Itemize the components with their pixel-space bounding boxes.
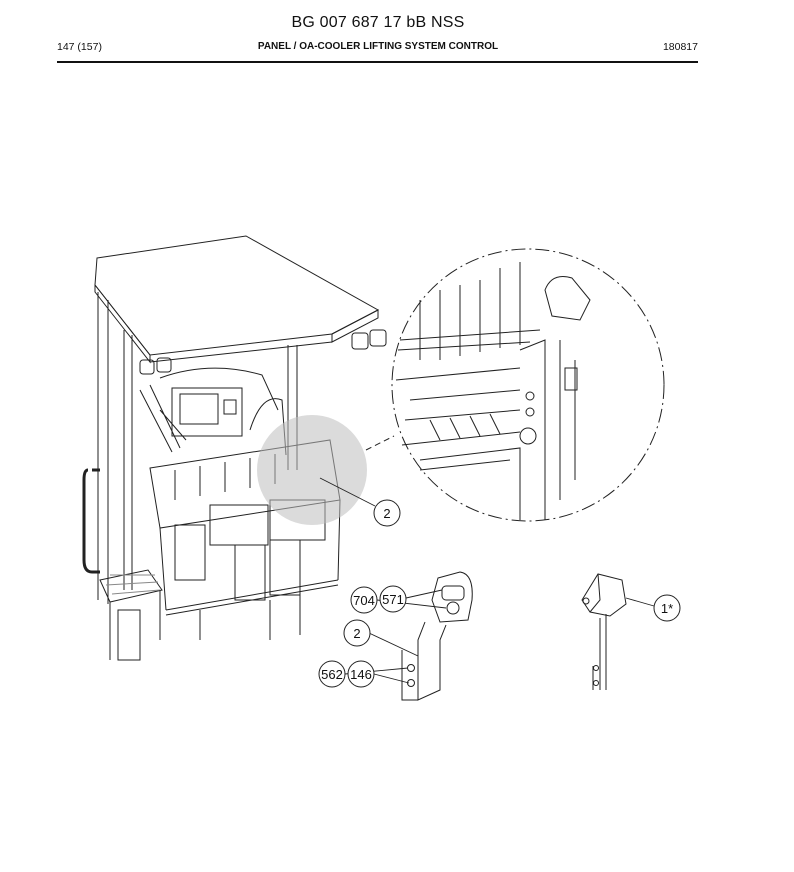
page-number: 147 (157) (57, 41, 102, 53)
leader-146 (373, 673, 410, 684)
light-assembly (581, 573, 627, 690)
svg-text:2: 2 (383, 506, 390, 521)
header-rule (57, 61, 698, 63)
section-title: PANEL / OA-COOLER LIFTING SYSTEM CONTROL (257, 41, 499, 52)
detail-highlight (257, 415, 367, 525)
machine-illustration (82, 235, 395, 661)
svg-text:146: 146 (350, 667, 372, 682)
document-number: BG 007 687 17 bB NSS (291, 14, 465, 31)
callout-571: 571 (379, 585, 407, 613)
callout-1star: 1* (653, 594, 681, 622)
callout-2-top: 2 (373, 499, 401, 527)
bracket-assembly (401, 571, 473, 701)
leader-lines (319, 477, 655, 684)
svg-text:704: 704 (353, 593, 375, 608)
svg-text:2: 2 (353, 626, 360, 641)
leader-1star (625, 597, 655, 607)
callout-2-bottom: 2 (343, 619, 371, 647)
svg-text:562: 562 (321, 667, 343, 682)
svg-text:571: 571 (382, 592, 404, 607)
detail-view (391, 248, 665, 522)
callout-562: 562 (318, 660, 346, 688)
svg-text:1*: 1* (661, 601, 673, 616)
document-date: 180817 (662, 41, 698, 53)
leader-571 (405, 589, 443, 599)
callout-146: 146 (347, 660, 375, 688)
leader-2-bottom (368, 632, 419, 657)
callout-704: 704 (350, 586, 378, 614)
leader-2-top (319, 477, 376, 507)
